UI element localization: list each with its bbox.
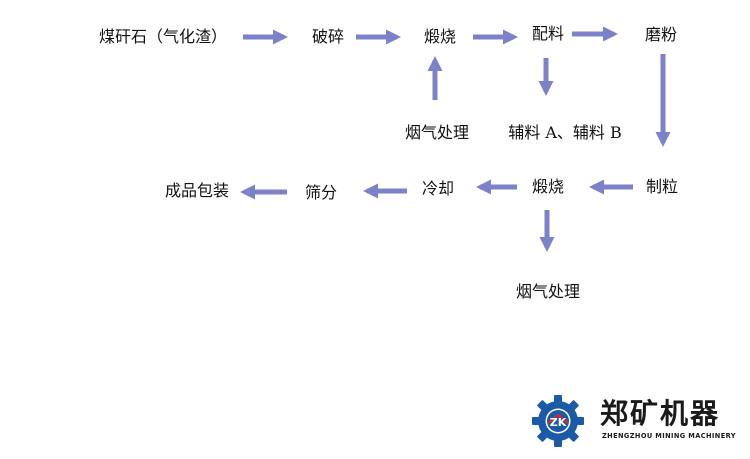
- company-logo: ZK 郑矿机器 ZHENGZHOU MINING MACHINERY: [530, 395, 745, 447]
- node-grinding: 磨粉: [644, 25, 678, 44]
- node-crushing: 破碎: [311, 27, 345, 46]
- logo-monogram: ZK: [550, 416, 567, 429]
- node-granulation: 制粒: [645, 177, 679, 196]
- node-batching: 配料: [531, 24, 565, 43]
- node-packaging: 成品包装: [164, 181, 230, 200]
- node-calcination-2: 煅烧: [531, 177, 565, 196]
- node-screening: 筛分: [304, 183, 338, 202]
- node-cooling: 冷却: [421, 179, 455, 198]
- node-calcination-1: 煅烧: [423, 27, 457, 46]
- node-coal-gangue: 煤矸石（气化渣）: [98, 27, 228, 46]
- logo-name-cn: 郑矿机器: [600, 397, 721, 430]
- node-flue-gas-1: 烟气处理: [404, 123, 470, 142]
- node-flue-gas-2: 烟气处理: [515, 282, 581, 301]
- node-auxiliary: 辅料 A、辅料 B: [508, 123, 622, 142]
- logo-name-en: ZHENGZHOU MINING MACHINERY: [602, 432, 736, 440]
- gear-icon: ZK: [532, 395, 584, 447]
